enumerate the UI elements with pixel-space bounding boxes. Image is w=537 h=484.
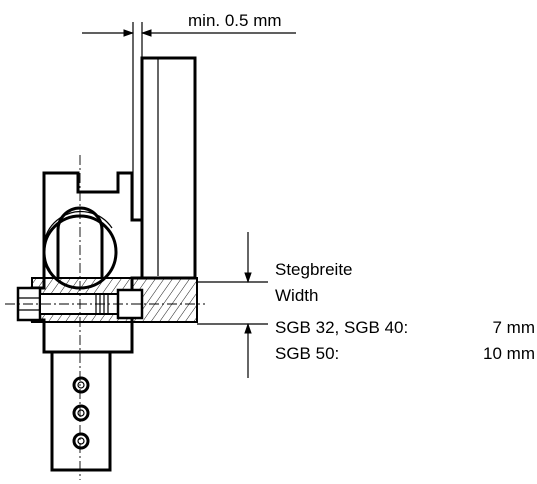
web-width-dimension [197, 232, 268, 378]
model-1-label: SGB 32, SGB 40: [275, 318, 408, 337]
center-lines [5, 155, 205, 480]
model-1-value: 7 mm [493, 318, 536, 337]
vertical-plate [140, 56, 197, 280]
web-width-label-en: Width [275, 286, 318, 305]
gripper-housing [30, 171, 144, 354]
web-width-label-de: Stegbreite [275, 260, 353, 279]
gap-dimension [82, 22, 296, 220]
model-2-label: SGB 50: [275, 344, 339, 363]
gap-label: min. 0.5 mm [188, 11, 282, 30]
model-2-value: 10 mm [483, 344, 535, 363]
hatched-web [16, 277, 198, 323]
lower-shaft [50, 350, 112, 472]
